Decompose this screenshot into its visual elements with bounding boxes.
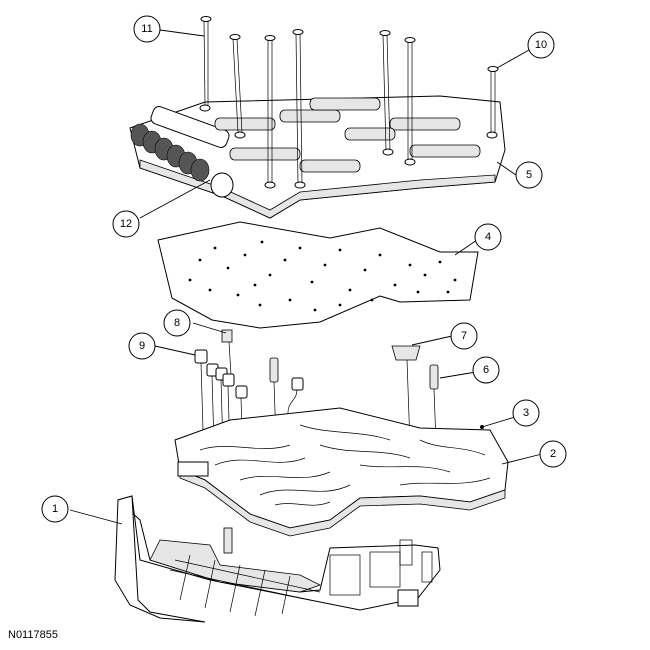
bolt — [229, 34, 243, 133]
svg-text:8: 8 — [174, 317, 180, 329]
bolt — [379, 30, 391, 151]
svg-text:5: 5 — [526, 169, 532, 181]
callout-12: 12 — [112, 210, 140, 238]
callout-11: 11 — [133, 15, 161, 43]
svg-text:4: 4 — [485, 231, 491, 243]
callout-4: 4 — [474, 223, 502, 251]
filter-screen — [391, 345, 421, 446]
leader-lines — [69, 29, 543, 525]
svg-text:3: 3 — [523, 407, 529, 419]
bolt — [404, 37, 416, 160]
svg-text:10: 10 — [535, 39, 547, 51]
callout-10: 10 — [527, 31, 555, 59]
callout-9: 9 — [128, 332, 156, 360]
lower-housing — [114, 495, 441, 623]
bolt — [200, 16, 212, 106]
valve-spools — [214, 97, 481, 173]
upper-valve-body — [129, 95, 506, 219]
figure-id: N0117855 — [8, 629, 58, 641]
callout-3: 3 — [512, 399, 540, 427]
springs — [269, 357, 439, 471]
callout-1: 1 — [41, 495, 69, 523]
svg-text:6: 6 — [483, 364, 489, 376]
svg-text:7: 7 — [461, 330, 467, 342]
svg-text:9: 9 — [139, 340, 145, 352]
callout-8: 8 — [163, 309, 191, 337]
small-filter — [221, 329, 233, 376]
bolt — [292, 29, 304, 184]
bolt — [487, 66, 499, 133]
callout-2: 2 — [539, 440, 567, 468]
bolts — [200, 16, 499, 184]
svg-text:2: 2 — [550, 448, 556, 460]
svg-text:11: 11 — [141, 23, 152, 35]
main-valve-body — [174, 407, 509, 537]
solenoid-stack — [130, 106, 234, 198]
callout-7: 7 — [450, 322, 478, 350]
svg-text:12: 12 — [120, 218, 132, 230]
separator-plate — [157, 221, 479, 329]
callout-5: 5 — [515, 161, 543, 189]
bolt — [264, 35, 276, 183]
svg-text:1: 1 — [52, 503, 58, 515]
callout-6: 6 — [472, 356, 500, 384]
